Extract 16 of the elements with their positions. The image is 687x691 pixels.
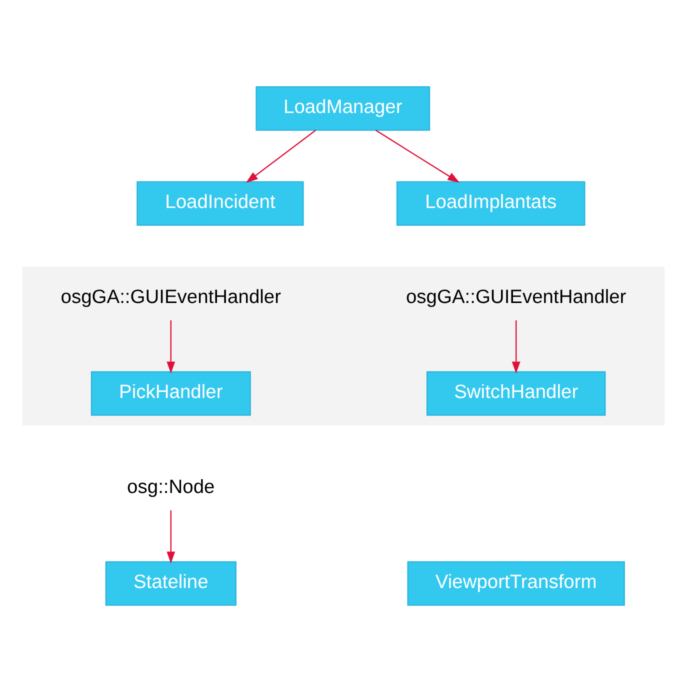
node-box: ViewportTransform <box>407 560 625 606</box>
node-text: osg::Node <box>127 476 215 498</box>
node-text: osgGA::GUIEventHandler <box>406 286 626 308</box>
node-box: LoadImplantats <box>396 180 586 226</box>
arrow <box>375 129 460 182</box>
arrow <box>512 320 520 374</box>
node-text: osgGA::GUIEventHandler <box>60 286 282 308</box>
node-box: LoadIncident <box>136 180 304 226</box>
node-box: Stateline <box>105 560 236 606</box>
node-box: PickHandler <box>90 370 251 416</box>
node-box: LoadManager <box>256 86 430 130</box>
cluster <box>22 266 665 425</box>
arrow <box>166 510 176 564</box>
arrow <box>166 320 176 374</box>
arrow <box>246 129 316 182</box>
node-box: SwitchHandler <box>426 370 606 416</box>
